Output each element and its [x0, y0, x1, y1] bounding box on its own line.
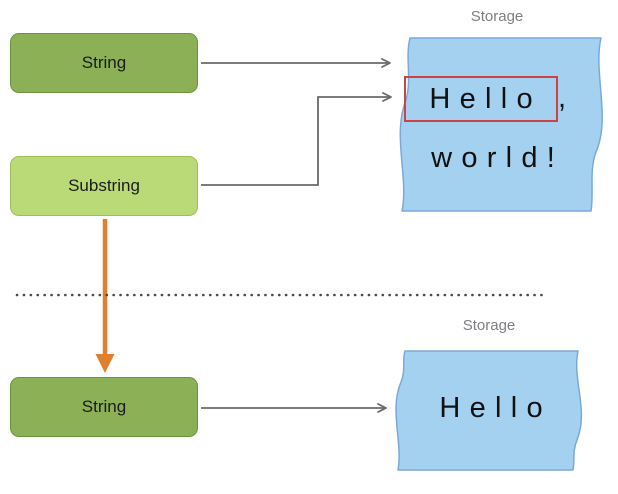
substring-box-label: Substring — [68, 176, 140, 195]
arrow-substring-to-storage — [201, 92, 392, 186]
arrow-substring-to-string-orange — [95, 219, 115, 373]
storage-shape-top — [399, 37, 603, 212]
storage-bottom-text: Hello — [439, 392, 552, 424]
string-box-bottom-label: String — [81, 397, 127, 416]
storage-title-bottom: Storage — [462, 317, 516, 334]
storage-shape-bottom — [395, 350, 583, 471]
string-box-top: String — [10, 33, 198, 93]
string-box-bottom: String — [10, 377, 198, 437]
storage-top-line2: world! — [431, 142, 565, 174]
string-box-top-label: String — [81, 53, 127, 72]
storage-top-substring-text: Hello — [429, 82, 542, 115]
storage-title-top: Storage — [470, 8, 524, 25]
substring-highlight-red-box: Hello — [404, 76, 558, 122]
substring-box: Substring — [10, 156, 198, 216]
storage-top-comma: , — [558, 82, 567, 114]
